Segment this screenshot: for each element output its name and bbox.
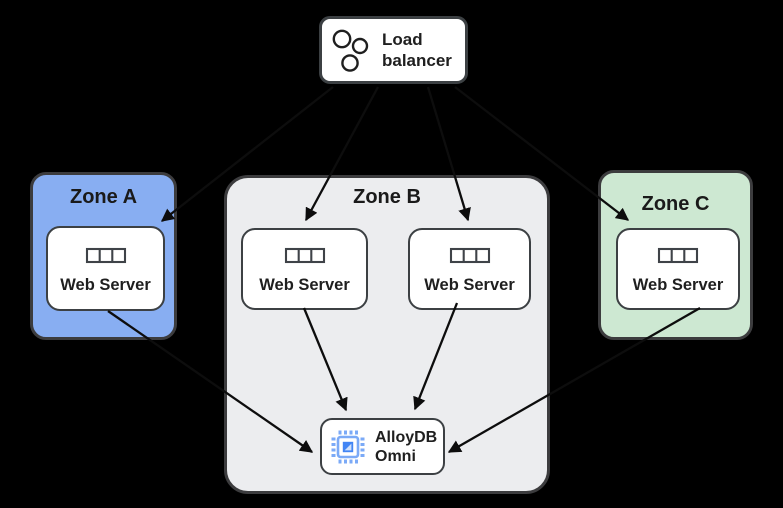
load-balancer-node: Load balancer <box>319 16 468 84</box>
zone-b-label: Zone B <box>353 186 421 208</box>
alloydb-omni-label: AlloyDB Omni <box>375 428 438 465</box>
zone-c-label: Zone C <box>641 193 710 215</box>
web-server-label: Web Server <box>259 276 350 294</box>
web-server-label: Web Server <box>632 276 724 294</box>
web-server-c: Web Server <box>616 228 740 310</box>
server-icon <box>449 247 491 264</box>
web-server-label: Web Server <box>60 275 151 294</box>
server-icon <box>85 247 127 264</box>
zone-c: Zone C Web Server <box>598 170 753 340</box>
zone-a: Zone A Web Server <box>30 172 177 340</box>
alloydb-omni-node: AlloyDB Omni <box>320 418 445 475</box>
web-server-b1: Web Server <box>241 228 368 310</box>
server-icon <box>284 247 326 264</box>
web-server-a: Web Server <box>46 226 165 311</box>
load-balancer-label: Load balancer <box>382 30 452 70</box>
alloydb-chip-icon <box>330 429 366 465</box>
load-balancer-icon <box>331 26 373 74</box>
web-server-b2: Web Server <box>408 228 531 310</box>
zone-a-label: Zone A <box>69 186 138 208</box>
zone-b: Zone B Web Server <box>224 175 550 494</box>
server-icon <box>657 247 699 264</box>
web-server-label: Web Server <box>424 276 515 294</box>
